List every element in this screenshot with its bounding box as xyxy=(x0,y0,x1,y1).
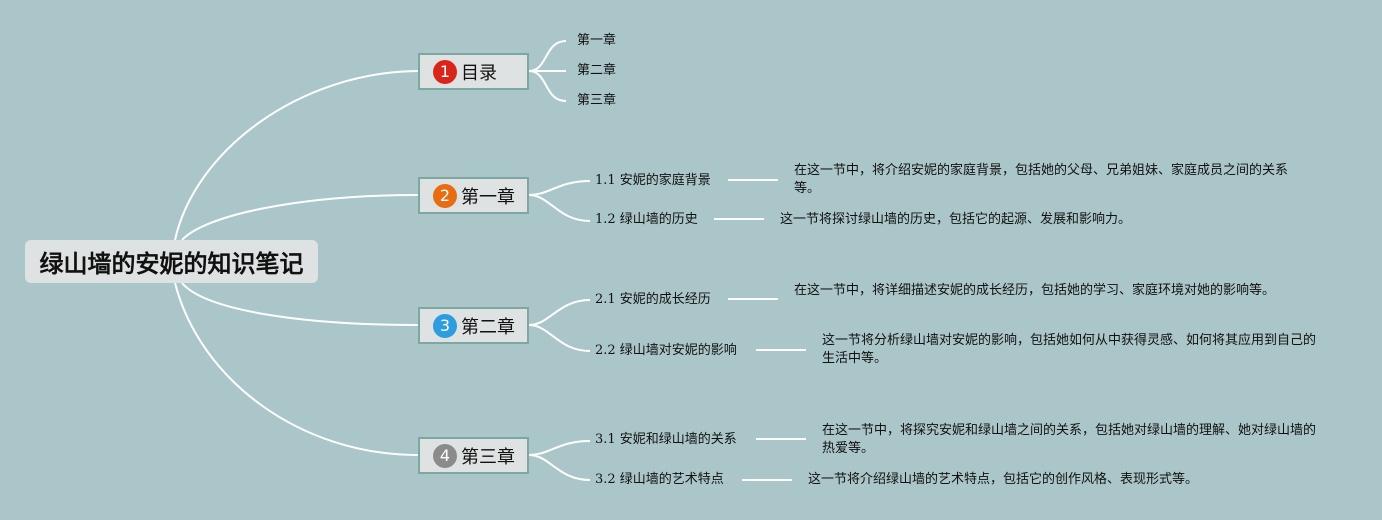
number-badge-1: 1 xyxy=(433,59,457,84)
connector-root-branch2 xyxy=(181,194,419,241)
number-badge-4: 4 xyxy=(433,443,457,468)
note-2-2: 这一节将探讨绿山墙的历史，包括它的起源、发展和影响力。 xyxy=(780,212,1132,227)
connector-b4-c2 xyxy=(528,454,591,481)
subtopic-3-2[interactable]: 2.2 绿山墙对安妮的影响 xyxy=(595,343,737,358)
connector-b2-c1 xyxy=(528,180,591,196)
subtopic-1-3[interactable]: 第三章 xyxy=(577,93,617,108)
branch-topic-4-label: 第三章 xyxy=(461,446,515,468)
branch-topic-3-label: 第二章 xyxy=(461,316,515,338)
note-3-1: 在这一节中，将详细描述安妮的成长经历，包括她的学习、家庭环境对她的影响等。 xyxy=(794,283,1276,298)
branch-topic-1-label: 目录 xyxy=(461,62,497,84)
note-4-2: 这一节将介绍绿山墙的艺术特点，包括它的创作风格、表现形式等。 xyxy=(808,472,1199,487)
connector-b1-c1 xyxy=(528,40,567,72)
branch-topic-2[interactable]: 2 第一章 xyxy=(418,177,529,214)
note-3-2: 这一节将分析绿山墙对安妮的影响，包括她如何从中获得灵感、如何将其应用到自己的生活… xyxy=(822,333,1317,366)
branch-topic-1[interactable]: 1 目录 xyxy=(418,53,529,90)
subtopic-3-1[interactable]: 2.1 安妮的成长经历 xyxy=(595,292,711,307)
branch-topic-2-label: 第一章 xyxy=(461,186,515,208)
connector-root-branch3 xyxy=(181,282,419,326)
note-4-1: 在这一节中，将探究安妮和绿山墙之间的关系，包括她对绿山墙的理解、她对绿山墙的热爱… xyxy=(822,423,1317,456)
subtopic-4-2[interactable]: 3.2 绿山墙的艺术特点 xyxy=(595,472,724,487)
number-badge-3: 3 xyxy=(433,313,457,338)
number-badge-2: 2 xyxy=(433,183,457,208)
connector-b3-c1 xyxy=(528,299,591,326)
connector-b4-c1 xyxy=(528,440,591,456)
root-topic[interactable]: 绿山墙的安妮的知识笔记 xyxy=(25,240,318,283)
subtopic-1-1[interactable]: 第一章 xyxy=(577,33,617,48)
subtopic-1-2[interactable]: 第二章 xyxy=(577,63,617,78)
subtopic-4-1[interactable]: 3.1 安妮和绿山墙的关系 xyxy=(595,432,737,447)
branch-topic-3[interactable]: 3 第二章 xyxy=(418,307,529,344)
note-2-1: 在这一节中，将介绍安妮的家庭背景，包括她的父母、兄弟姐妹、家庭成员之间的关系等。 xyxy=(794,163,1289,196)
connector-b2-c2 xyxy=(528,194,591,222)
connector-root-branch1 xyxy=(174,70,419,241)
subtopic-2-1[interactable]: 1.1 安妮的家庭背景 xyxy=(595,173,711,188)
root-topic-label: 绿山墙的安妮的知识笔记 xyxy=(39,250,304,278)
connector-b3-c2 xyxy=(528,324,591,352)
branch-topic-4[interactable]: 4 第三章 xyxy=(418,437,529,474)
subtopic-2-2[interactable]: 1.2 绿山墙的历史 xyxy=(595,212,698,227)
connector-root-branch4 xyxy=(174,282,419,456)
connector-b1-c3 xyxy=(528,70,567,102)
